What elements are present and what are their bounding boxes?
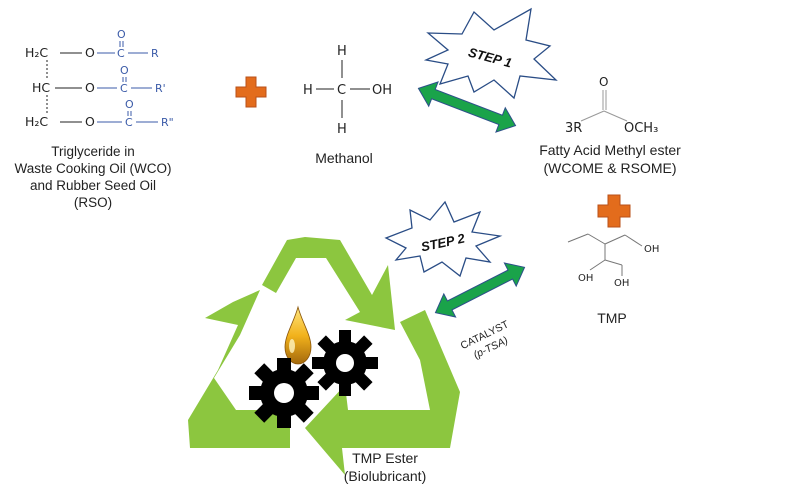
triglyceride-carbon-1: H₂C: [25, 45, 48, 60]
methanol-label: Methanol: [315, 150, 373, 166]
fame-label-line-2: (WCOME & RSOME): [544, 160, 677, 176]
triglyceride-oxygen-2: O: [85, 80, 95, 95]
triglyceride-caption-line-2: Waste Cooking Oil (WCO): [14, 161, 171, 176]
equilibrium-arrow-1: [417, 81, 517, 133]
triglyceride-oxygen-3: O: [85, 114, 95, 129]
methanol-c: C: [337, 83, 346, 98]
fame-label: Fatty Acid Methyl ester (WCOME & RSOME): [539, 142, 681, 176]
triglyceride-carbonyl-o-3: O: [125, 98, 134, 111]
equilibrium-arrow-2: [434, 262, 526, 318]
fame-structure: O 3R OCH₃: [565, 75, 658, 136]
triglyceride-caption-line-4: (RSO): [74, 195, 112, 210]
fame-och3: OCH₃: [624, 121, 658, 136]
starburst-icon: [384, 200, 503, 278]
tmp-oh-b: OH: [578, 273, 593, 284]
triglyceride-carbon-2: HC: [32, 80, 50, 95]
methanol-h-bottom: H: [337, 122, 347, 137]
tmp-oh-c: OH: [614, 278, 629, 289]
triglyceride-carbonyl-c-2: C: [120, 82, 128, 95]
tmp-label: TMP: [597, 310, 627, 326]
recycle-icon: [188, 237, 460, 475]
gear-icon: [312, 330, 378, 396]
methanol-structure: H H C OH H: [303, 44, 392, 137]
step1-burst: STEP 1: [423, 7, 558, 100]
catalyst-label: CATALYST (p-TSA): [459, 318, 511, 361]
triglyceride-r-3: R": [161, 116, 174, 129]
triglyceride-caption-line-1: Triglyceride in: [51, 144, 135, 159]
step2-burst: STEP 2: [384, 200, 503, 278]
tmp-oh-a: OH: [644, 244, 659, 255]
triglyceride-r-2: R': [155, 82, 166, 95]
starburst-icon: [423, 7, 558, 100]
triglyceride-structure: H₂C O O C R HC O O C R' H₂C O O C R": [25, 28, 174, 129]
fame-o: O: [599, 75, 608, 89]
triglyceride-carbonyl-c-3: C: [125, 116, 133, 129]
methanol-oh: OH: [372, 83, 392, 98]
plus-icon: [597, 194, 631, 228]
product-label: TMP Ester (Biolubricant): [344, 450, 426, 484]
tmp-structure: OH OH OH: [567, 233, 659, 289]
fame-label-line-1: Fatty Acid Methyl ester: [539, 142, 681, 158]
triglyceride-r-1: R: [151, 47, 159, 60]
triglyceride-carbonyl-c-1: C: [117, 47, 125, 60]
triglyceride-carbonyl-o-1: O: [117, 28, 126, 41]
triglyceride-oxygen-1: O: [85, 45, 95, 60]
triglyceride-caption-line-3: and Rubber Seed Oil: [30, 178, 156, 193]
oil-drop-icon: [284, 305, 312, 365]
gear-icon: [249, 358, 319, 428]
triglyceride-caption: Triglyceride in Waste Cooking Oil (WCO) …: [14, 144, 171, 210]
plus-icon: [235, 76, 267, 108]
methanol-h-left: H: [303, 83, 313, 98]
methanol-h-top: H: [337, 44, 347, 59]
double-arrow-icon: [434, 262, 526, 318]
triglyceride-carbon-3: H₂C: [25, 114, 48, 129]
product-label-line-1: TMP Ester: [352, 450, 418, 466]
product-label-line-2: (Biolubricant): [344, 468, 426, 484]
triglyceride-carbonyl-o-2: O: [120, 64, 129, 77]
double-arrow-icon: [417, 81, 517, 133]
fame-r: 3R: [565, 121, 582, 136]
